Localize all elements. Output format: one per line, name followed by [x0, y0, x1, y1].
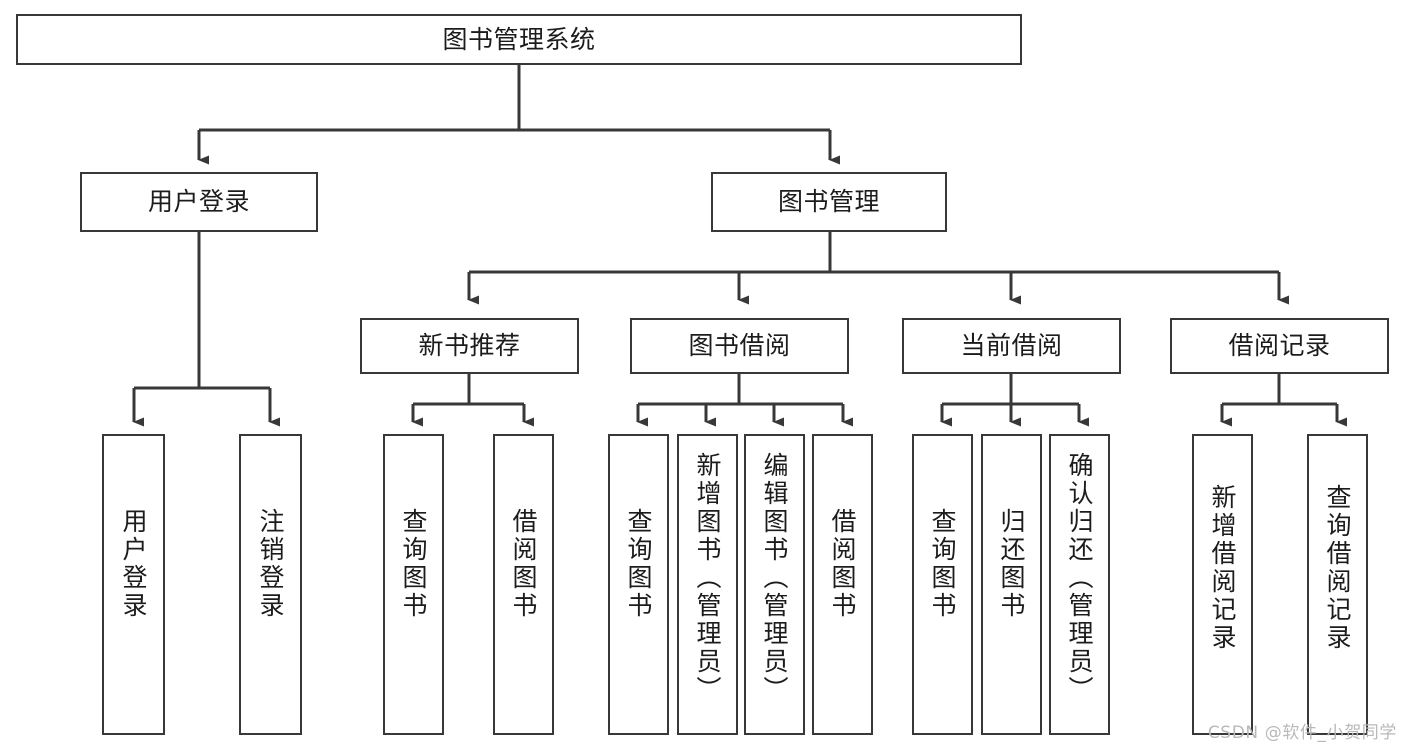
node-leaf-add-borrow-record[interactable]: 新增借阅记录 — [1192, 434, 1253, 735]
node-leaf-query-book-1-label: 查询图书 — [399, 508, 428, 620]
node-leaf-add-book-admin[interactable]: 新增图书（管理员） — [677, 434, 738, 735]
node-root[interactable]: 图书管理系统 — [16, 14, 1022, 65]
node-new-book-recommend[interactable]: 新书推荐 — [360, 318, 579, 374]
node-user-login-label: 用户登录 — [147, 187, 250, 217]
node-leaf-query-borrow-record-label: 查询借阅记录 — [1323, 484, 1352, 652]
node-leaf-logout-login-label: 注销登录 — [256, 508, 285, 620]
node-leaf-borrow-book-1[interactable]: 借阅图书 — [493, 434, 554, 735]
node-leaf-borrow-book-1-label: 借阅图书 — [509, 508, 538, 620]
node-borrow-record[interactable]: 借阅记录 — [1170, 318, 1389, 374]
node-book-borrow-label: 图书借阅 — [688, 331, 791, 361]
node-book-management[interactable]: 图书管理 — [711, 172, 947, 232]
node-leaf-confirm-return-admin-label: 确认归还（管理员） — [1065, 452, 1094, 704]
node-leaf-add-borrow-record-label: 新增借阅记录 — [1208, 484, 1237, 652]
node-leaf-borrow-book-2-label: 借阅图书 — [828, 508, 857, 620]
node-book-borrow[interactable]: 图书借阅 — [630, 318, 849, 374]
node-leaf-logout-login[interactable]: 注销登录 — [239, 434, 302, 735]
node-leaf-query-book-2[interactable]: 查询图书 — [608, 434, 669, 735]
node-new-book-recommend-label: 新书推荐 — [418, 331, 521, 361]
node-leaf-confirm-return-admin[interactable]: 确认归还（管理员） — [1049, 434, 1110, 735]
node-leaf-query-borrow-record[interactable]: 查询借阅记录 — [1307, 434, 1368, 735]
node-leaf-query-book-2-label: 查询图书 — [624, 508, 653, 620]
watermark: CSDN @软件_小贺同学 — [1207, 723, 1397, 743]
node-leaf-user-login[interactable]: 用户登录 — [102, 434, 165, 735]
node-leaf-edit-book-admin-label: 编辑图书（管理员） — [760, 452, 789, 704]
node-leaf-return-book-label: 归还图书 — [997, 508, 1026, 620]
node-leaf-borrow-book-2[interactable]: 借阅图书 — [812, 434, 873, 735]
node-user-login[interactable]: 用户登录 — [80, 172, 318, 232]
node-leaf-user-login-label: 用户登录 — [119, 508, 148, 620]
node-leaf-query-book-1[interactable]: 查询图书 — [383, 434, 444, 735]
node-borrow-record-label: 借阅记录 — [1228, 331, 1331, 361]
node-leaf-add-book-admin-label: 新增图书（管理员） — [693, 452, 722, 704]
node-root-label: 图书管理系统 — [442, 24, 596, 54]
node-book-management-label: 图书管理 — [777, 187, 880, 217]
node-leaf-return-book[interactable]: 归还图书 — [981, 434, 1042, 735]
node-leaf-query-book-3-label: 查询图书 — [928, 508, 957, 620]
node-current-borrow-label: 当前借阅 — [960, 331, 1063, 361]
node-leaf-query-book-3[interactable]: 查询图书 — [912, 434, 973, 735]
node-current-borrow[interactable]: 当前借阅 — [902, 318, 1121, 374]
node-leaf-edit-book-admin[interactable]: 编辑图书（管理员） — [744, 434, 805, 735]
